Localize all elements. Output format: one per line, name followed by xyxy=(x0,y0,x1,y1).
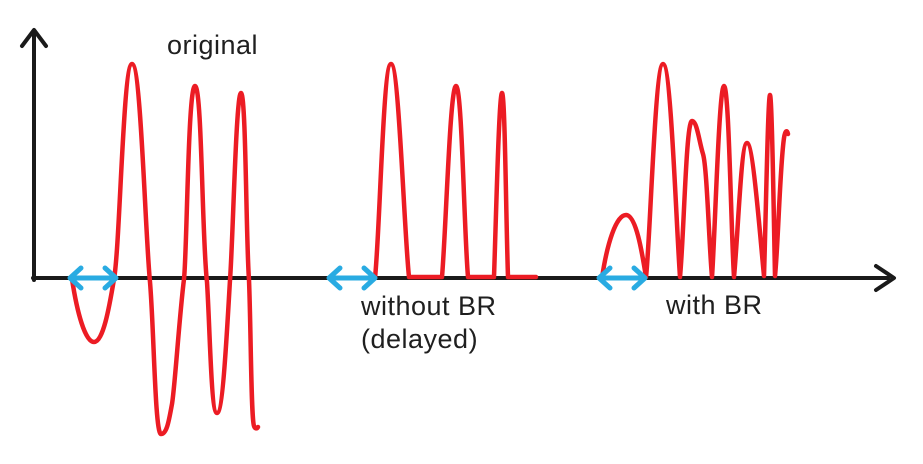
delay-double-arrow-icon xyxy=(67,265,119,291)
label-without-br: without BR (delayed) xyxy=(361,290,497,356)
x-axis-arrowhead-icon xyxy=(874,264,896,292)
label-without-br-line1: without BR xyxy=(361,291,497,321)
delay-double-arrow-icon xyxy=(326,265,378,291)
label-with-br: with BR xyxy=(666,290,763,320)
y-axis-arrowhead-icon xyxy=(20,28,48,48)
waveform-original xyxy=(69,61,261,437)
waveform-without-br xyxy=(372,61,539,281)
label-original: original xyxy=(167,30,259,60)
waveform-with-br xyxy=(599,61,791,281)
delay-double-arrow-icon xyxy=(596,265,648,291)
label-without-br-line2: (delayed) xyxy=(361,324,479,354)
